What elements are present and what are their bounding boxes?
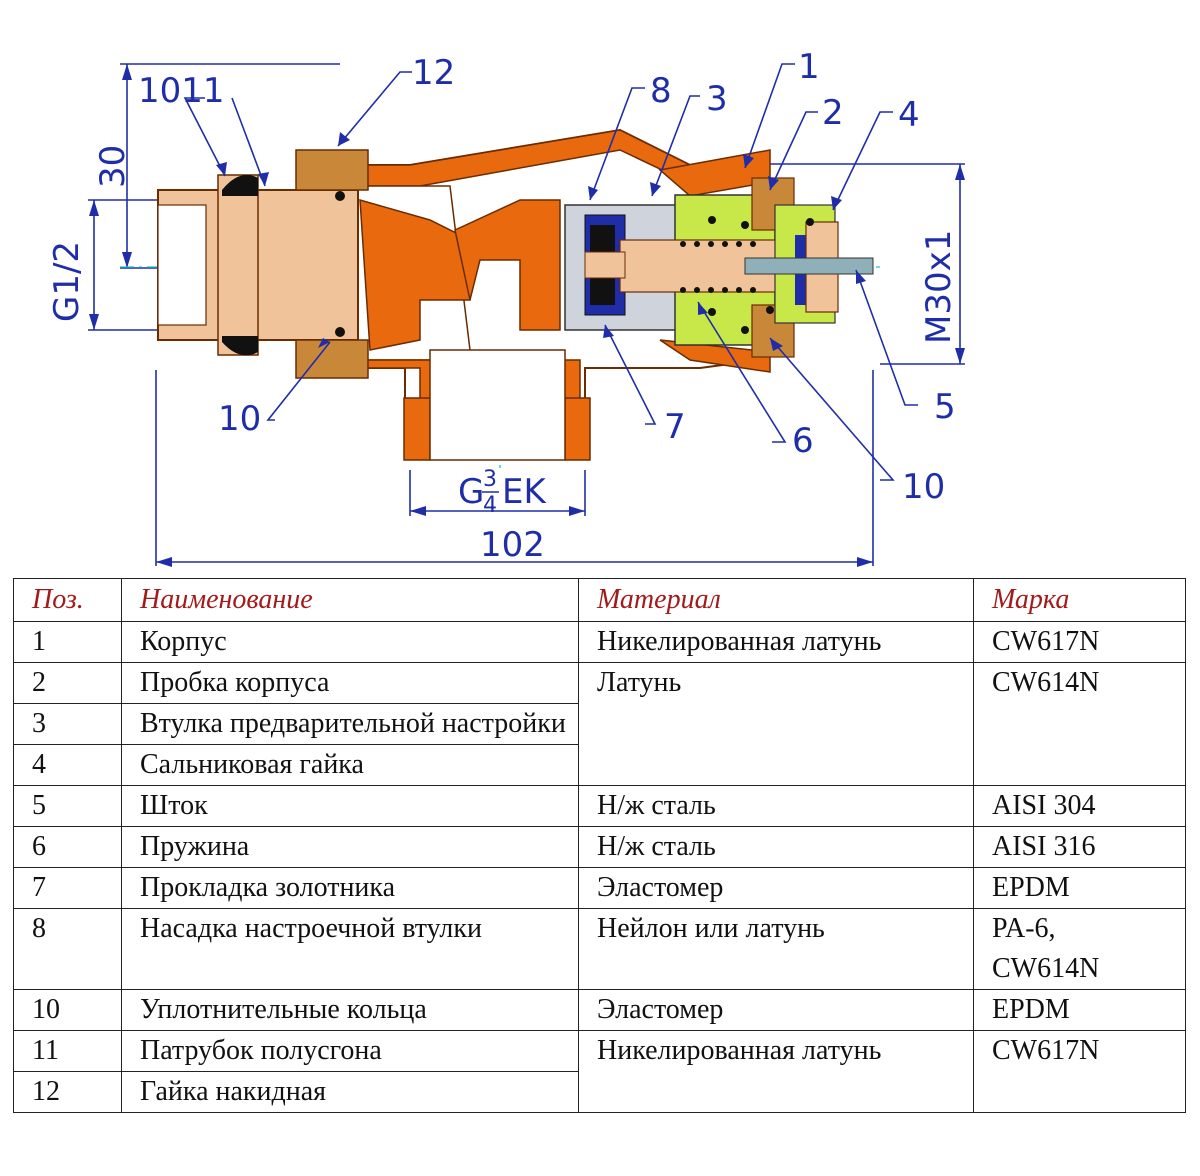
dimension-labels: 30 G1/2 M30x1 102 G 3 4 EK (47, 145, 959, 565)
cell-name: Втулка предварительной настройки (121, 703, 579, 745)
tail-pipe (157, 174, 359, 356)
cell-grade: EPDM (973, 989, 1186, 1031)
callout-10-left: 10 (218, 399, 261, 439)
cell-name: Прокладка золотника (121, 867, 579, 909)
cell-grade: PA-6, CW614N (973, 908, 1186, 990)
table-row: 1 Корпус Никелированная латунь CW617N (13, 621, 1186, 663)
cell-grade: CW614N (973, 662, 1186, 786)
col-header-material: Материал (578, 578, 974, 622)
spec-table: Поз. Наименование Материал Марка 1 Корпу… (13, 578, 1186, 1113)
cell-material: Латунь (578, 662, 974, 786)
valve-internals (564, 177, 874, 358)
leader-arrowheads (216, 132, 866, 351)
cell-grade: EPDM (973, 867, 1186, 909)
table-row: 5 Шток Н/ж сталь AISI 304 (13, 785, 1186, 827)
cell-material: Эластомер (578, 867, 974, 909)
cell-name: Гайка накидная (121, 1071, 579, 1113)
cell-grade: AISI 316 (973, 826, 1186, 868)
table-header-row: Поз. Наименование Материал Марка (13, 578, 1186, 622)
cell-pos: 1 (13, 621, 122, 663)
callout-12: 12 (412, 53, 455, 93)
valve-body (299, 128, 771, 461)
table-row: 12 Гайка накидная (13, 1071, 1186, 1113)
cell-name: Пробка корпуса (121, 662, 579, 704)
cell-grade: CW617N (973, 1030, 1186, 1113)
cell-material: Н/ж сталь (578, 785, 974, 827)
table-row: 6 Пружина Н/ж сталь AISI 316 (13, 826, 1186, 868)
callout-5: 5 (934, 387, 956, 427)
dim-g34-suffix: EK (502, 472, 547, 512)
cell-material: Нейлон или латунь (578, 908, 974, 990)
dim-g12: G1/2 (47, 241, 87, 322)
table-row: 8 Насадка настроечной втулки Нейлон или … (13, 908, 1186, 990)
callout-labels: 12 1011 10 8 3 1 2 4 5 7 6 10 (138, 47, 956, 507)
dim-g34-num: 3 (483, 467, 497, 492)
cell-name: Насадка настроечной втулки (121, 908, 579, 990)
cell-pos: 7 (13, 867, 122, 909)
cell-grade: AISI 304 (973, 785, 1186, 827)
dimension-lines (88, 63, 965, 566)
cell-name: Пружина (121, 826, 579, 868)
dim-102: 102 (480, 525, 545, 565)
cell-material: Никелированная латунь (578, 621, 974, 663)
cell-pos: 3 (13, 703, 122, 745)
callout-4: 4 (898, 95, 920, 135)
cell-name: Патрубок полусгона (121, 1030, 579, 1072)
table-row: 11 Патрубок полусгона Никелированная лат… (13, 1030, 1186, 1113)
callout-1011: 1011 (138, 71, 225, 111)
table-row: 2 Пробка корпуса Латунь CW614N (13, 662, 1186, 786)
cell-material: Никелированная латунь (578, 1030, 974, 1113)
cell-name: Уплотнительные кольца (121, 989, 579, 1031)
callout-2: 2 (822, 93, 844, 133)
leader-lines (183, 63, 918, 481)
dim-m30: M30x1 (919, 230, 959, 344)
cell-name: Корпус (121, 621, 579, 663)
cell-pos: 10 (13, 989, 122, 1031)
callout-7: 7 (664, 407, 686, 447)
callout-6: 6 (792, 421, 814, 461)
valve-section-drawing: 12 1011 10 8 3 1 2 4 5 7 6 10 30 G1/2 M3… (47, 47, 965, 567)
table-row: 7 Прокладка золотника Эластомер EPDM (13, 867, 1186, 909)
dim-g34: G (458, 472, 484, 512)
cell-pos: 12 (13, 1071, 122, 1113)
col-header-name: Наименование (121, 578, 579, 622)
dim-30: 30 (93, 145, 133, 188)
dimension-arrows (89, 64, 965, 567)
table-row: 3 Втулка предварительной настройки (13, 703, 1186, 745)
cell-material: Н/ж сталь (578, 826, 974, 868)
callout-1: 1 (798, 47, 820, 87)
col-header-grade: Марка (973, 578, 1186, 622)
dim-g34-den: 4 (483, 493, 497, 518)
col-header-pos: Поз. (13, 578, 122, 622)
cell-name: Сальниковая гайка (121, 744, 579, 786)
cell-pos: 11 (13, 1030, 122, 1072)
callout-8: 8 (650, 71, 672, 111)
cell-pos: 2 (13, 662, 122, 704)
cell-material: Эластомер (578, 989, 974, 1031)
cell-name: Шток (121, 785, 579, 827)
table-row: 10 Уплотнительные кольца Эластомер EPDM (13, 989, 1186, 1031)
cell-pos: 4 (13, 744, 122, 786)
callout-10-right: 10 (902, 467, 945, 507)
cell-grade: CW617N (973, 621, 1186, 663)
callout-3: 3 (706, 79, 728, 119)
cell-pos: 6 (13, 826, 122, 868)
cell-pos: 5 (13, 785, 122, 827)
table-row: 4 Сальниковая гайка (13, 744, 1186, 786)
union-nut (295, 149, 369, 379)
cell-pos: 8 (13, 908, 122, 990)
